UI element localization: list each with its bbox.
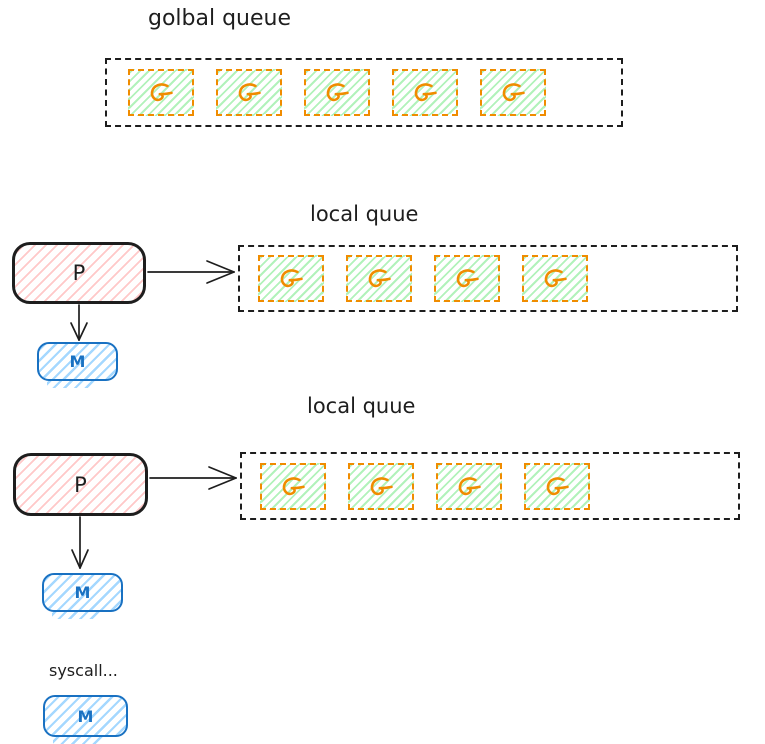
local-queue-1-items xyxy=(240,247,736,310)
goroutine-box xyxy=(128,69,194,116)
local-queue-2-items xyxy=(242,454,738,518)
local-queue-1-container xyxy=(238,245,738,312)
machine-2-letter: M xyxy=(74,583,91,602)
local-queue-1-label: local quue xyxy=(310,202,419,226)
goroutine-box xyxy=(346,255,412,302)
goroutine-box xyxy=(216,69,282,116)
goroutine-icon xyxy=(456,269,479,288)
goroutine-icon xyxy=(370,476,393,495)
goroutine-icon xyxy=(544,269,567,288)
arrow-p1-to-local-queue-1 xyxy=(147,260,235,284)
local-queue-2-container xyxy=(240,452,740,520)
goroutine-icon xyxy=(326,83,349,102)
machine-2-box: M xyxy=(42,573,123,619)
machine-1-letter: M xyxy=(69,352,86,371)
goroutine-box xyxy=(480,69,546,116)
goroutine-icon xyxy=(502,83,525,102)
goroutine-box xyxy=(436,462,502,510)
goroutine-icon xyxy=(546,476,569,495)
processor-1-letter: P xyxy=(72,261,86,285)
syscall-machine-letter: M xyxy=(77,706,94,726)
processor-2-letter: P xyxy=(74,472,87,497)
arrow-p2-to-local-queue-2 xyxy=(149,466,237,490)
goroutine-icon xyxy=(414,83,437,102)
global-queue-container xyxy=(105,58,623,127)
global-queue-label: golbal queue xyxy=(148,6,292,31)
goroutine-icon xyxy=(282,476,305,495)
arrow-p1-to-m1 xyxy=(70,304,88,341)
goroutine-icon xyxy=(458,476,481,495)
goroutine-box xyxy=(522,255,588,302)
goroutine-icon xyxy=(238,83,261,102)
processor-2-box: P xyxy=(13,453,148,516)
goroutine-box xyxy=(434,255,500,302)
goroutine-icon xyxy=(368,269,391,288)
goroutine-icon xyxy=(280,269,303,288)
goroutine-box xyxy=(258,255,324,302)
syscall-machine-box: M xyxy=(43,695,128,744)
machine-1-box: M xyxy=(37,342,118,388)
goroutine-box xyxy=(304,69,370,116)
global-queue-items xyxy=(107,60,621,125)
processor-1-box: P xyxy=(12,242,146,304)
goroutine-box xyxy=(348,462,414,510)
syscall-label: syscall... xyxy=(49,661,118,680)
goroutine-box xyxy=(524,462,590,510)
goroutine-icon xyxy=(150,83,173,102)
goroutine-box xyxy=(392,69,458,116)
local-queue-2-label: local quue xyxy=(307,394,416,418)
goroutine-box xyxy=(260,462,326,510)
arrow-p2-to-m2 xyxy=(71,516,89,569)
